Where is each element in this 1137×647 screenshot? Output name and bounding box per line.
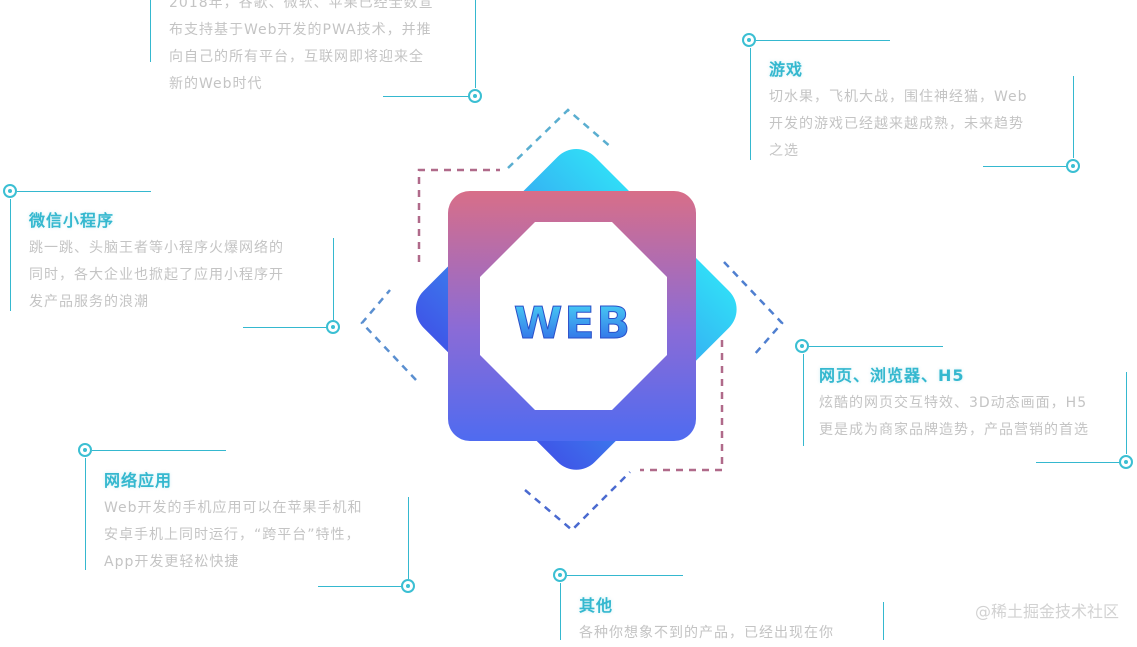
app-hline-bottom bbox=[318, 586, 402, 587]
app-vline bbox=[85, 458, 86, 570]
watermark: @稀土掘金技术社区 bbox=[974, 602, 1119, 621]
pwa-vline bbox=[150, 0, 151, 62]
h5-node-bottom[interactable] bbox=[1119, 455, 1133, 469]
mini-node-bottom[interactable] bbox=[326, 320, 340, 334]
center-octagon bbox=[480, 222, 667, 410]
card-game-title: 游戏 bbox=[769, 60, 804, 79]
card-other-title: 其他 bbox=[579, 596, 614, 615]
other-node[interactable] bbox=[553, 568, 567, 582]
app-hline bbox=[92, 450, 226, 451]
card-pwa-text: 2018年，谷歌、微软、苹果已经全数宣 布支持基于Web开发的PWA技术，并推 … bbox=[169, 0, 434, 92]
card-mini-program-text: 跳一跳、头脑王者等小程序火爆网络的 同时，各大企业也掀起了应用小程序开 发产品服… bbox=[29, 240, 284, 310]
h5-hline bbox=[809, 346, 943, 347]
other-vline bbox=[560, 583, 561, 640]
web-label: WEB bbox=[514, 298, 632, 349]
h5-node[interactable] bbox=[795, 339, 809, 353]
pwa-hline bbox=[383, 96, 471, 97]
mini-vline bbox=[10, 199, 11, 311]
app-node-bottom[interactable] bbox=[401, 579, 415, 593]
h5-hline-bottom bbox=[1036, 462, 1120, 463]
mini-node[interactable] bbox=[3, 184, 17, 198]
h5-vline bbox=[803, 354, 804, 446]
dashed-frame bbox=[360, 108, 784, 532]
game-vline bbox=[750, 48, 751, 160]
game-hline bbox=[756, 40, 890, 41]
game-hline-bottom bbox=[983, 166, 1067, 167]
h5-vline-right bbox=[1126, 372, 1127, 454]
other-vline-right bbox=[883, 602, 884, 640]
app-vline-right bbox=[408, 497, 409, 579]
card-mini-program-title: 微信小程序 bbox=[29, 211, 115, 230]
app-node[interactable] bbox=[78, 443, 92, 457]
card-web-app-title: 网络应用 bbox=[104, 471, 173, 490]
pwa-vline-right bbox=[475, 0, 476, 88]
card-other-text: 各种你想象不到的产品，已经出现在你 bbox=[579, 625, 834, 641]
card-h5-title: 网页、浏览器、H5 bbox=[819, 366, 965, 385]
card-game-text: 切水果，飞机大战，围住神经猫，Web 开发的游戏已经越来越成熟，未来趋势 之选 bbox=[769, 89, 1028, 159]
mini-vline-right bbox=[333, 238, 334, 320]
other-hline bbox=[567, 575, 683, 576]
card-h5-text: 炫酷的网页交互特效、3D动态画面，H5 更是成为商家品牌造势，产品营销的首选 bbox=[819, 395, 1089, 438]
card-web-app-text: Web开发的手机应用可以在苹果手机和 安卓手机上同时运行，“跨平台”特性， Ap… bbox=[104, 500, 363, 570]
game-vline-right bbox=[1073, 76, 1074, 158]
mini-hline-bottom bbox=[243, 327, 327, 328]
game-node-bottom[interactable] bbox=[1066, 159, 1080, 173]
mini-hline bbox=[17, 191, 151, 192]
game-node[interactable] bbox=[742, 33, 756, 47]
pwa-node[interactable] bbox=[468, 89, 482, 103]
